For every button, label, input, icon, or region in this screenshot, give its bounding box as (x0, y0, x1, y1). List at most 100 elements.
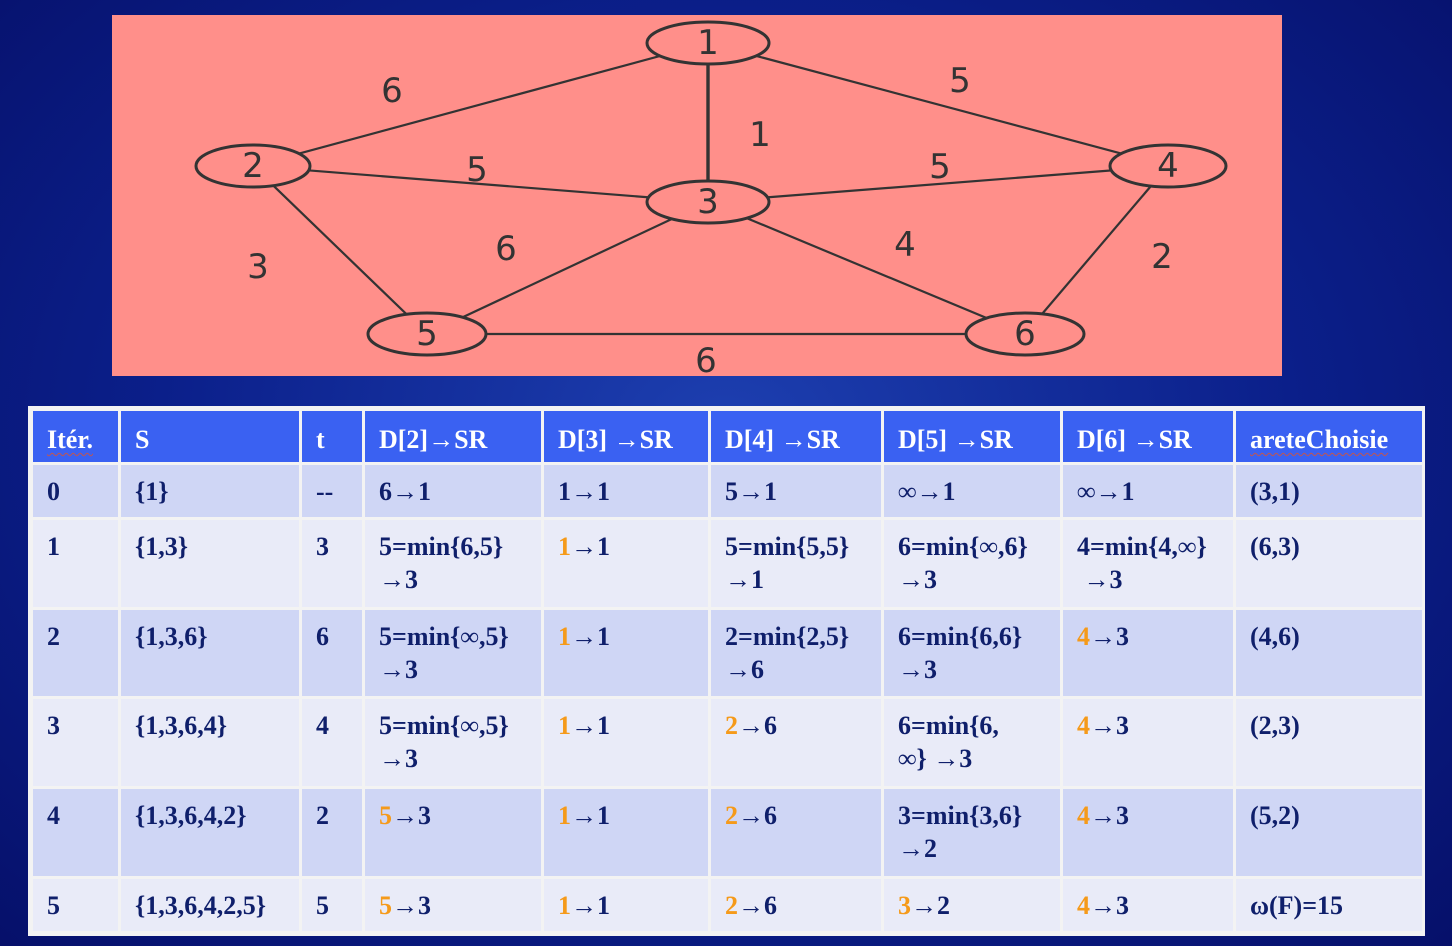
table-header-row: Itér. S t D[2]→SR D[3] →SR D[4] →SR D[5]… (33, 411, 1422, 462)
cell-line-1: 4=min{4,∞} (1077, 531, 1207, 561)
cell-d5: ∞→1 (884, 465, 1060, 517)
cell-value-final: 1 (558, 531, 571, 561)
cell-d4: 5=min{5,5}→1 (711, 519, 881, 607)
cell-parent: →3 (1090, 801, 1129, 831)
node-ring-5 (366, 311, 488, 357)
cell-parent: →1 (571, 801, 610, 831)
node-label-1: 1 (697, 23, 719, 63)
cell-line-1: ∞→1 (898, 477, 956, 506)
node-label-5: 5 (416, 314, 438, 354)
cell-line-1: 5→1 (725, 477, 777, 506)
cell-arete-choisie: (4,6) (1236, 609, 1422, 697)
cell-value-final: 2 (725, 711, 738, 741)
node-ring-3 (645, 179, 771, 225)
cell-d5: 6=min{6,6}→3 (884, 609, 1060, 697)
header-iter: Itér. (33, 411, 118, 462)
node-label-4: 4 (1157, 146, 1179, 186)
cell-line-1: 6=min{6, (898, 711, 999, 741)
cell-d2: 5→3 (365, 879, 541, 931)
node-5: 5 (366, 311, 488, 357)
cell-parent: →6 (738, 891, 777, 921)
cell-arete-choisie: ω(F)=15 (1236, 879, 1422, 931)
cell-line-2: →3 (379, 564, 418, 594)
cell-line-1: 5=min{6,5} (379, 531, 504, 561)
cell-value-final: 1 (558, 891, 571, 921)
cell-value-final: 2 (725, 801, 738, 831)
cell-d2: 6→1 (365, 465, 541, 517)
cell-d5: 6=min{∞,6}→3 (884, 519, 1060, 607)
cell-s: {1,3,6} (121, 609, 299, 697)
cell-value-final: 5 (379, 891, 392, 921)
cell-s: {1} (121, 465, 299, 517)
cell-d6: 4=min{4,∞} →3 (1063, 519, 1233, 607)
node-label-2: 2 (242, 146, 264, 186)
cell-value-final: 2 (725, 891, 738, 921)
cell-d4: 2=min{2,5}→6 (711, 609, 881, 697)
cell-d3: 1→1 (544, 699, 708, 787)
header-d3: D[3] →SR (544, 411, 708, 462)
cell-parent: →1 (571, 711, 610, 741)
cell-t: 4 (302, 699, 362, 787)
edge-weight-2-3: 5 (466, 150, 488, 190)
edge-weight-3-6: 4 (894, 225, 916, 265)
node-1: 1 (645, 20, 771, 66)
cell-d6: 4→3 (1063, 789, 1233, 877)
cell-line-1: ∞→1 (1077, 477, 1135, 506)
edge-weight-4-6: 2 (1151, 237, 1173, 277)
cell-t: -- (302, 465, 362, 517)
cell-line-1: 6→1 (379, 477, 431, 506)
cell-t: 2 (302, 789, 362, 877)
cell-value-final: 5 (379, 801, 392, 831)
cell-value-final: 1 (558, 711, 571, 741)
cell-iter: 3 (33, 699, 118, 787)
edge-weight-3-5: 6 (495, 229, 517, 269)
cell-d5: 3=min{3,6}→2 (884, 789, 1060, 877)
cell-line-1: 1→1 (558, 477, 610, 506)
cell-s: {1,3,6,4,2,5} (121, 879, 299, 931)
cell-line-1: 5=min{∞,5} (379, 621, 509, 651)
cell-iter: 0 (33, 465, 118, 517)
node-ring-6 (964, 311, 1086, 357)
cell-parent: →1 (571, 621, 610, 651)
edge-weight-1-2: 6 (381, 71, 403, 111)
node-3: 3 (645, 179, 771, 225)
edge-weight-1-3: 1 (749, 115, 771, 155)
cell-line-2: →3 (379, 654, 418, 684)
edge-1-4 (707, 41, 1169, 168)
cell-arete-choisie: (6,3) (1236, 519, 1422, 607)
cell-d3: 1→1 (544, 789, 708, 877)
cell-arete-choisie: (2,3) (1236, 699, 1422, 787)
cell-line-2: →2 (898, 834, 937, 864)
cell-s: {1,3,6,4,2} (121, 789, 299, 877)
cell-d4: 5→1 (711, 465, 881, 517)
header-t: t (302, 411, 362, 462)
cell-d2: 5=min{6,5}→3 (365, 519, 541, 607)
cell-value-final: 4 (1077, 801, 1090, 831)
cell-line-2: →3 (1077, 564, 1123, 594)
cell-d2: 5=min{∞,5}→3 (365, 699, 541, 787)
node-4: 4 (1108, 143, 1228, 189)
cell-value-final: 4 (1077, 711, 1090, 741)
edge-2-3 (252, 164, 709, 204)
cell-parent: →3 (392, 801, 431, 831)
cell-line-1: 3=min{3,6} (898, 801, 1023, 831)
edge-weight-3-4: 5 (929, 147, 951, 187)
cell-line-2: →3 (379, 744, 418, 774)
cell-value-final: 1 (558, 621, 571, 651)
cell-arete-choisie: (5,2) (1236, 789, 1422, 877)
header-d2: D[2]→SR (365, 411, 541, 462)
node-2: 2 (194, 143, 312, 189)
header-arete-choisie: areteChoisie (1236, 411, 1422, 462)
edge-3-5 (426, 201, 709, 335)
node-label-6: 6 (1014, 314, 1036, 354)
edge-weight-1-4: 5 (949, 61, 971, 101)
edge-4-6 (1024, 165, 1169, 335)
cell-d6: ∞→1 (1063, 465, 1233, 517)
cell-d5: 6=min{6,∞} →3 (884, 699, 1060, 787)
cell-line-1: 6=min{∞,6} (898, 531, 1028, 561)
cell-line-1: 5=min{5,5} (725, 531, 850, 561)
